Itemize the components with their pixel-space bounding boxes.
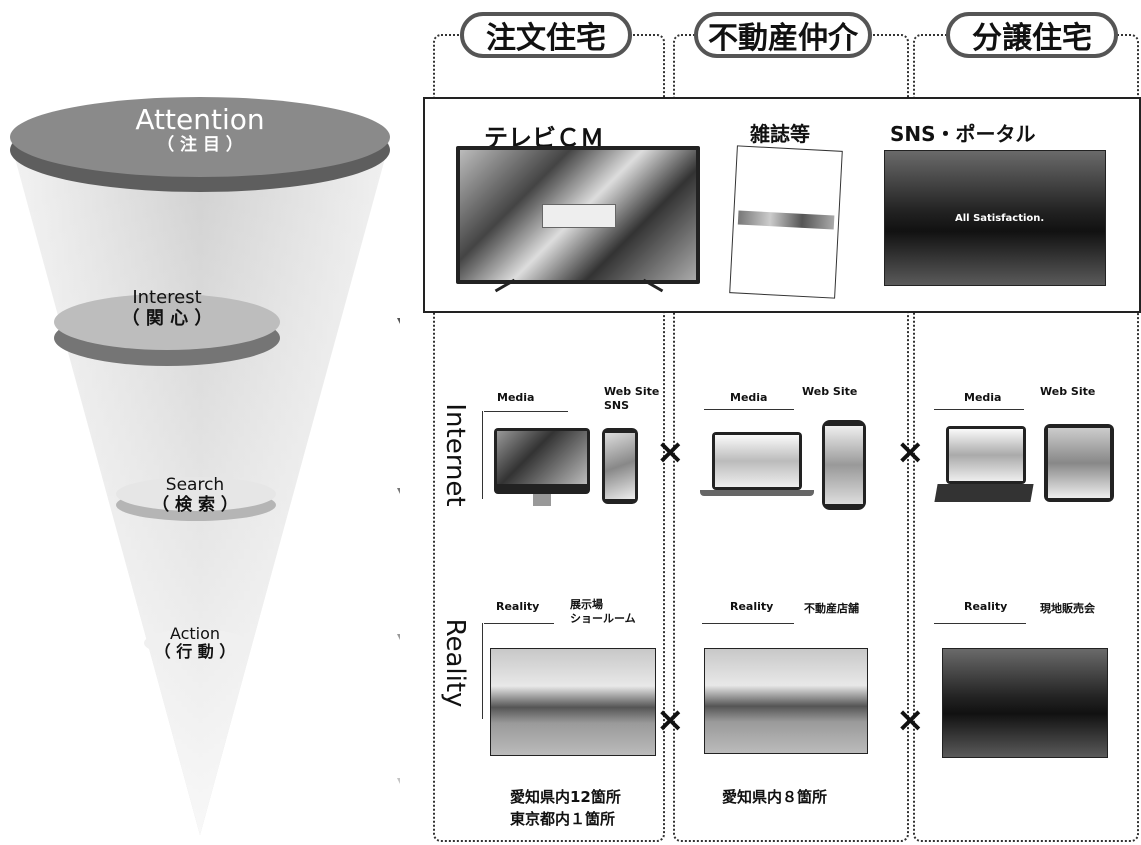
search-disc — [116, 477, 276, 511]
location-brokerage-line1: 愛知県内８箇所 — [722, 788, 828, 806]
stage-action: Action （ 行 動 ） — [140, 624, 250, 662]
location-custom-line2: 東京都内１箇所 — [510, 810, 616, 828]
smartphone-2 — [822, 420, 866, 510]
column-title-subdivision: 分譲住宅 — [946, 12, 1118, 58]
interest-disc — [54, 294, 280, 350]
sns-screen-text: All Satisfaction. — [955, 213, 1045, 224]
laptop-2 — [712, 432, 802, 490]
stage-interest: Interest （ 関 心 ） — [92, 287, 242, 329]
reality-underline-2 — [702, 623, 794, 624]
cross-symbol-reality-1: × — [656, 700, 685, 740]
reality-label-1: Reality — [496, 600, 540, 613]
showroom-photo-1 — [490, 648, 656, 756]
reality-label-3: Reality — [964, 600, 1008, 613]
reality-label-2: Reality — [730, 600, 774, 613]
internet-media-label-3: Media — [964, 391, 1002, 404]
cross-symbol-internet-2: × — [896, 432, 925, 472]
reality-place2-1: ショールーム — [570, 612, 636, 625]
cross-symbol-reality-2: × — [896, 700, 925, 740]
laptop-base-2 — [700, 490, 814, 496]
reality-place-2: 不動産店舗 — [804, 602, 859, 615]
stage-search: Search （ 検 索 ） — [130, 475, 260, 515]
reality-bracket-1 — [482, 623, 483, 719]
reality-underline-3 — [934, 623, 1026, 624]
column-title-custom-home: 注文住宅 — [460, 12, 632, 58]
stage-attention-en: Attention — [135, 103, 265, 136]
stage-attention: Attention （ 注 目 ） — [100, 103, 300, 156]
reality-place-3: 現地販売会 — [1040, 602, 1095, 615]
keyboard-3 — [934, 484, 1034, 502]
tablet-keyboard-3 — [946, 426, 1026, 484]
internet-underline-2 — [704, 409, 794, 410]
internet-site-label-3: Web Site — [1040, 385, 1096, 398]
action-disc — [144, 629, 248, 657]
reality-place-1: 展示場 — [570, 598, 603, 611]
tablet-3 — [1044, 424, 1114, 502]
internet-media-label-2: Media — [730, 391, 768, 404]
desktop-monitor-1 — [494, 428, 590, 494]
stage-action-jp: （ 行 動 ） — [154, 642, 236, 662]
row-label-internet: Internet — [440, 403, 470, 507]
open-house-photo-3 — [942, 648, 1108, 758]
reality-underline-1 — [484, 623, 554, 624]
tv-logo-box — [542, 204, 616, 228]
location-custom-line1: 愛知県内12箇所 — [510, 788, 621, 806]
tv-screen — [456, 146, 700, 284]
marketing-funnel — [10, 97, 400, 835]
internet-site-label-1: Web Site — [604, 385, 660, 398]
internet-bracket-1 — [482, 411, 483, 499]
magazine-label: 雑誌等 — [750, 122, 810, 146]
internet-site-label-2: Web Site — [802, 385, 858, 398]
internet-media-label-1: Media — [497, 391, 535, 404]
internet-sns-label-1: SNS — [604, 399, 630, 412]
stage-search-jp: （ 検 索 ） — [152, 494, 238, 515]
cross-symbol-internet-1: × — [656, 432, 685, 472]
smartphone-1 — [602, 428, 638, 504]
internet-underline-3 — [934, 409, 1024, 410]
stage-action-en: Action — [169, 624, 221, 643]
magazine-image — [729, 145, 843, 299]
desktop-stand-1 — [533, 494, 551, 506]
stage-search-en: Search — [165, 475, 225, 495]
stage-interest-en: Interest — [132, 287, 202, 308]
row-label-reality: Reality — [440, 618, 470, 708]
store-photo-2 — [704, 648, 868, 754]
sns-portal-screenshot: All Satisfaction. — [884, 150, 1106, 286]
sns-portal-label: SNS・ポータル — [890, 122, 1036, 146]
column-title-brokerage: 不動産仲介 — [694, 12, 872, 58]
attention-disc — [10, 97, 390, 177]
stage-attention-jp: （ 注 目 ） — [157, 135, 243, 156]
internet-underline-1 — [484, 411, 568, 412]
stage-interest-jp: （ 関 心 ） — [121, 307, 213, 329]
